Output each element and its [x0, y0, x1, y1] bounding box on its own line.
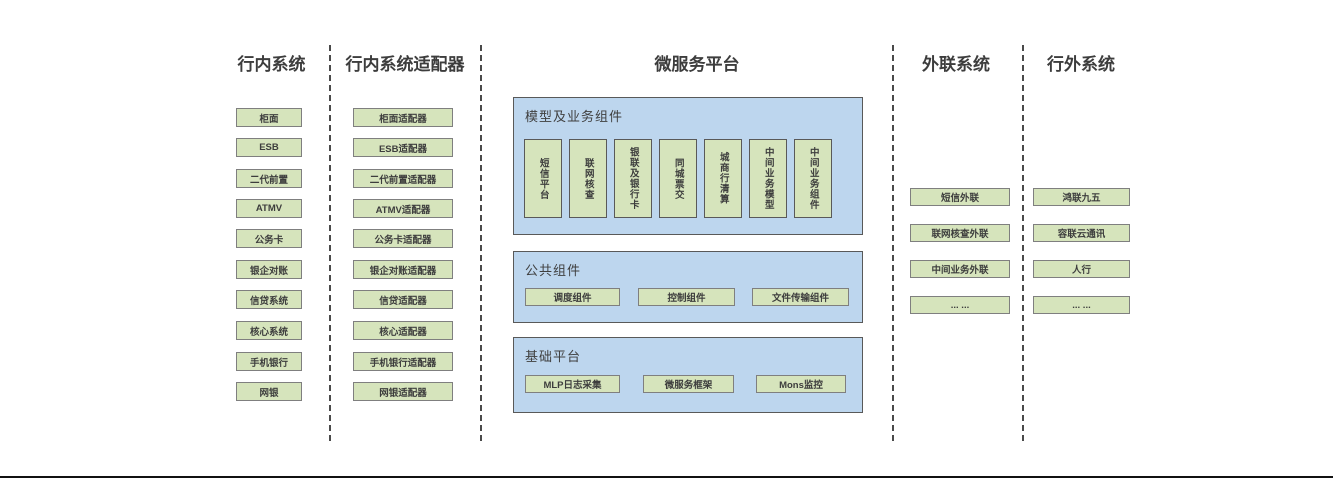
column-header-external-systems: 行外系统 [1047, 55, 1115, 74]
column-divider [329, 45, 331, 441]
adapter-box: 柜面适配器 [353, 108, 453, 127]
column-header-outreach-systems: 外联系统 [922, 55, 990, 74]
column-header-internal-systems: 行内系统 [237, 55, 306, 74]
component-box: 微服务框架 [643, 375, 734, 393]
adapter-box: 信贷适配器 [353, 290, 453, 309]
adapter-box: 银企对账适配器 [353, 260, 453, 279]
adapter-box: ATMV适配器 [353, 199, 453, 218]
column-divider [1022, 45, 1024, 441]
panel-title: 公共组件 [525, 263, 582, 278]
external-box: 人行 [1033, 260, 1130, 278]
component-box: 城商行清算 [704, 139, 742, 218]
panel-common-components: 公共组件 调度组件 控制组件 文件传输组件 [513, 251, 863, 323]
component-box: 短信平台 [524, 139, 562, 218]
adapter-box: 核心适配器 [353, 321, 453, 340]
adapter-box: 手机银行适配器 [353, 352, 453, 371]
column-header-microservice-platform: 微服务平台 [654, 55, 740, 74]
outreach-box: 联网核查外联 [910, 224, 1010, 242]
panel-title: 基础平台 [525, 349, 582, 364]
component-box: MLP日志采集 [525, 375, 620, 393]
adapter-box: ESB适配器 [353, 138, 453, 157]
column-divider [480, 45, 482, 441]
adapter-box: 二代前置适配器 [353, 169, 453, 188]
panel-title: 模型及业务组件 [525, 109, 624, 124]
outreach-box: ... ... [910, 296, 1010, 314]
system-box: 银企对账 [236, 260, 302, 279]
external-box: 鸿联九五 [1033, 188, 1130, 206]
system-box: 网银 [236, 382, 302, 401]
system-box: 公务卡 [236, 229, 302, 248]
component-box: 中间业务组件 [794, 139, 832, 218]
system-box: 信贷系统 [236, 290, 302, 309]
system-box: 二代前置 [236, 169, 302, 188]
column-divider [892, 45, 894, 441]
system-box: 核心系统 [236, 321, 302, 340]
component-box: 控制组件 [638, 288, 735, 306]
system-box: 柜面 [236, 108, 302, 127]
column-header-internal-adapters: 行内系统适配器 [345, 55, 465, 74]
system-box: ATMV [236, 199, 302, 218]
component-box: 同城票交 [659, 139, 697, 218]
system-box: ESB [236, 138, 302, 157]
component-box: 联网核查 [569, 139, 607, 218]
outreach-box: 短信外联 [910, 188, 1010, 206]
bottom-divider [0, 476, 1333, 478]
system-box: 手机银行 [236, 352, 302, 371]
external-box: 容联云通讯 [1033, 224, 1130, 242]
external-box: ... ... [1033, 296, 1130, 314]
panel-base-platform: 基础平台 MLP日志采集 微服务框架 Mons监控 [513, 337, 863, 413]
component-box: 文件传输组件 [752, 288, 849, 306]
adapter-box: 公务卡适配器 [353, 229, 453, 248]
component-box: Mons监控 [756, 375, 846, 393]
adapter-box: 网银适配器 [353, 382, 453, 401]
component-box: 银联及银行卡 [614, 139, 652, 218]
component-box: 调度组件 [525, 288, 620, 306]
panel-model-business-components: 模型及业务组件 短信平台 联网核查 银联及银行卡 同城票交 城商行清算 中间业务… [513, 97, 863, 235]
component-box: 中间业务模型 [749, 139, 787, 218]
outreach-box: 中间业务外联 [910, 260, 1010, 278]
